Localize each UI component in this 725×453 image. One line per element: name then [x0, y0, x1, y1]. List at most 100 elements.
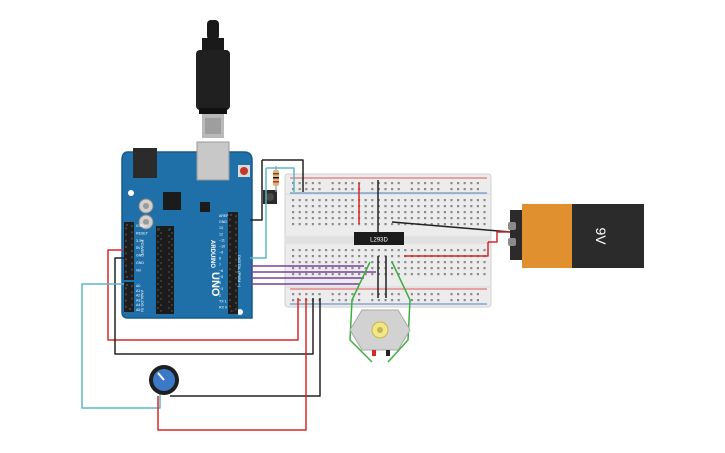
- breadboard-hole: [344, 273, 347, 276]
- breadboard-hole: [424, 299, 427, 302]
- breadboard-hole: [292, 199, 295, 202]
- breadboard-hole: [358, 249, 361, 252]
- breadboard-hole: [305, 223, 308, 226]
- breadboard-hole: [384, 199, 387, 202]
- breadboard-hole: [351, 249, 354, 252]
- wire-teal-a0: [81, 283, 161, 409]
- breadboard-hole: [384, 249, 387, 252]
- breadboard-hole: [417, 211, 420, 214]
- breadboard-hole: [430, 182, 433, 185]
- breadboard-hole: [351, 267, 354, 270]
- breadboard-hole: [318, 261, 321, 264]
- pin-label: 4: [219, 281, 221, 285]
- breadboard-hole: [325, 261, 328, 264]
- breadboard-hole: [457, 188, 460, 191]
- push-button[interactable]: [263, 190, 277, 204]
- breadboard-hole: [338, 293, 341, 296]
- breadboard-hole: [318, 188, 321, 191]
- breadboard-hole: [397, 249, 400, 252]
- breadboard-hole: [364, 273, 367, 276]
- breadboard-hole: [404, 261, 407, 264]
- breadboard-hole: [457, 223, 460, 226]
- wire-green-motor-left: [349, 261, 373, 363]
- breadboard-hole: [424, 182, 427, 185]
- breadboard-hole: [476, 217, 479, 220]
- breadboard-hole: [331, 261, 334, 264]
- dc-motor[interactable]: [349, 309, 411, 356]
- pin-label: ~6: [219, 269, 223, 273]
- breadboard-hole: [351, 223, 354, 226]
- breadboard-hole: [391, 199, 394, 202]
- battery-9v[interactable]: 9V: [508, 204, 644, 268]
- pin-label: A0: [136, 284, 140, 288]
- breadboard-hole: [410, 261, 413, 264]
- breadboard-hole: [450, 188, 453, 191]
- breadboard-hole: [292, 273, 295, 276]
- breadboard-hole: [463, 249, 466, 252]
- breadboard-hole: [450, 299, 453, 302]
- breadboard-hole: [371, 199, 374, 202]
- breadboard-hole: [305, 267, 308, 270]
- breadboard-hole: [305, 199, 308, 202]
- breadboard-hole: [298, 205, 301, 208]
- breadboard-hole: [377, 249, 380, 252]
- breadboard-hole: [344, 267, 347, 270]
- breadboard-hole: [298, 273, 301, 276]
- breadboard-hole: [298, 217, 301, 220]
- breadboard-hole: [410, 205, 413, 208]
- breadboard-hole: [410, 267, 413, 270]
- potentiometer[interactable]: [149, 365, 179, 395]
- power-label: POWER: [140, 240, 145, 255]
- breadboard-hole: [351, 182, 354, 185]
- breadboard-hole: [391, 299, 394, 302]
- arduino-uno-board[interactable]: ARDUINO UNO DIGITAL (PWM ~) POWER ANALOG…: [121, 141, 253, 319]
- l293d-chip[interactable]: L293D: [354, 232, 404, 245]
- breadboard-hole: [450, 249, 453, 252]
- breadboard-hole: [311, 249, 314, 252]
- breadboard-hole: [298, 293, 301, 296]
- breadboard-hole: [430, 249, 433, 252]
- breadboard-hole: [404, 199, 407, 202]
- breadboard-hole: [437, 199, 440, 202]
- breadboard-hole: [437, 188, 440, 191]
- breadboard-hole: [417, 205, 420, 208]
- breadboard-hole: [377, 267, 380, 270]
- breadboard-hole: [391, 273, 394, 276]
- breadboard-hole: [410, 249, 413, 252]
- usb-cable[interactable]: [196, 20, 230, 138]
- breadboard-hole: [325, 217, 328, 220]
- breadboard-hole: [371, 255, 374, 258]
- breadboard-hole: [463, 182, 466, 185]
- breadboard-hole: [344, 211, 347, 214]
- breadboard-hole: [318, 205, 321, 208]
- digital-label: DIGITAL (PWM ~): [237, 255, 242, 288]
- wire-black-pot: [170, 298, 321, 397]
- breadboard-hole: [476, 223, 479, 226]
- breadboard-hole: [450, 261, 453, 264]
- wire-black-battery: [391, 221, 511, 233]
- breadboard-hole: [457, 273, 460, 276]
- breadboard-hole: [457, 267, 460, 270]
- breadboard-hole: [318, 267, 321, 270]
- breadboard-hole: [463, 273, 466, 276]
- breadboard-hole: [424, 261, 427, 264]
- breadboard-hole: [417, 267, 420, 270]
- breadboard-hole: [424, 188, 427, 191]
- breadboard-hole: [311, 205, 314, 208]
- breadboard-hole: [344, 182, 347, 185]
- breadboard-hole: [318, 223, 321, 226]
- pin-label: A2: [136, 294, 140, 298]
- breadboard-hole: [437, 182, 440, 185]
- breadboard-hole: [470, 205, 473, 208]
- breadboard-hole: [391, 249, 394, 252]
- breadboard-hole: [338, 249, 341, 252]
- breadboard-hole: [483, 273, 486, 276]
- breadboard-hole: [331, 223, 334, 226]
- breadboard-hole: [331, 205, 334, 208]
- breadboard-hole: [351, 273, 354, 276]
- breadboard-hole: [430, 223, 433, 226]
- breadboard-hole: [450, 217, 453, 220]
- breadboard-hole: [397, 293, 400, 296]
- arduino-model: UNO: [209, 272, 221, 297]
